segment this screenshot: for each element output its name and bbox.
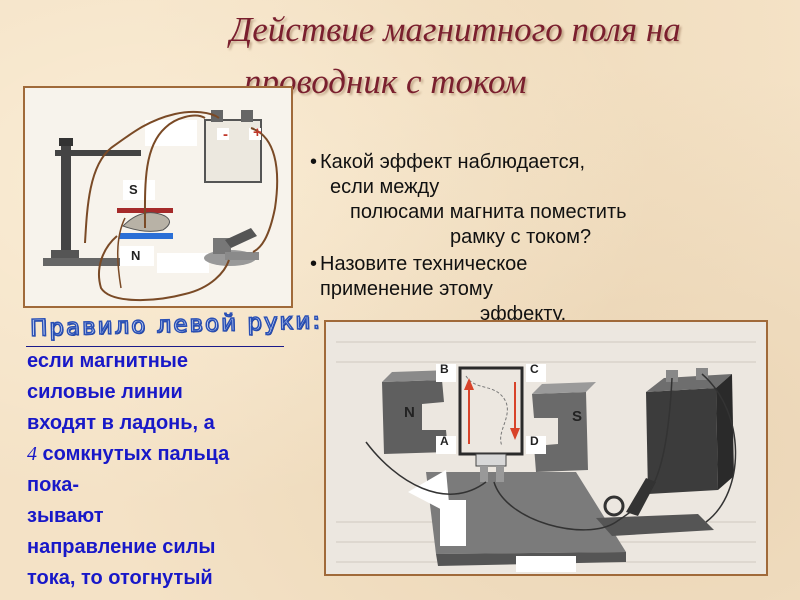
left-hand-rule-title: Правило левой руки: — [29, 307, 323, 342]
question-1-line-3: полюсами магнита поместить — [350, 201, 627, 223]
label-a: A — [440, 434, 449, 448]
n-pole-bar — [119, 233, 173, 239]
slide-title-line-1: Действие магнитного поля на — [230, 10, 681, 49]
label-s-pole: S — [129, 182, 138, 197]
question-1: Какой эффект наблюдается, если между пол… — [310, 150, 790, 250]
label-b: B — [440, 362, 449, 376]
rule-line-5: пока- — [27, 474, 80, 496]
rule-line-7: направление силы — [27, 536, 216, 558]
rule-line-2: силовые линии — [27, 381, 183, 403]
label-minus: - — [223, 126, 228, 143]
question-2-line-1: Назовите техническое — [320, 253, 528, 275]
label-n-pole: N — [131, 248, 141, 263]
label-n-pole: N — [404, 404, 415, 421]
rule-line-6: зывают — [27, 505, 104, 527]
rule-divider — [26, 346, 284, 347]
left-hand-rule-text: если магнитные силовые линии входят в ла… — [27, 346, 307, 594]
frame-illustration — [336, 341, 756, 572]
frame-between-poles-figure: B C N S A D — [324, 320, 768, 576]
rule-line-8: тока, то отогнутый — [27, 567, 213, 589]
rule-number: 4 — [27, 443, 37, 465]
question-2-line-3: эффекту. — [480, 303, 567, 325]
question-2-line-2: применение этому — [320, 278, 493, 300]
rule-line-1: если магнитные — [27, 350, 188, 372]
apparatus-illustration — [43, 110, 279, 301]
rule-line-4: 4 сомкнутых пальца — [27, 439, 307, 470]
question-1-line-2: если между — [330, 176, 440, 198]
label-s-pole: S — [572, 408, 583, 425]
rule-line-3: входят в ладонь, а — [27, 412, 215, 434]
label-d: D — [530, 434, 539, 448]
question-1-line-1: Какой эффект наблюдается, — [320, 151, 586, 173]
questions-list: Какой эффект наблюдается, если между пол… — [310, 150, 790, 327]
question-2: Назовите техническое применение этому эф… — [310, 252, 790, 327]
rule-line-4-rest: сомкнутых пальца — [37, 443, 230, 465]
question-1-line-4: рамку с током? — [450, 226, 592, 248]
label-c: C — [530, 362, 539, 376]
apparatus-figure: S N - + — [23, 86, 293, 308]
label-plus: + — [253, 124, 262, 141]
